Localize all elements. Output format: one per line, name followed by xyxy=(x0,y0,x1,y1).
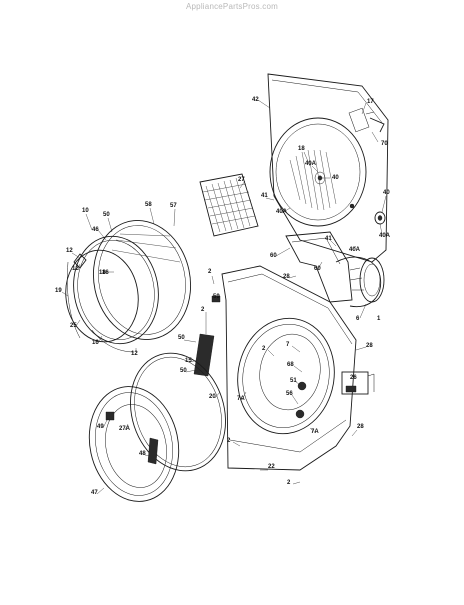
part-label: 1 xyxy=(377,316,381,322)
part-label: 60 xyxy=(314,266,321,272)
part-label: 59 xyxy=(213,294,220,300)
part-label: 26 xyxy=(350,375,357,381)
part-label: 2 xyxy=(227,438,231,444)
door-switch xyxy=(341,371,375,395)
part-label: 47 xyxy=(91,490,98,496)
part-label: 40 xyxy=(332,175,339,181)
part-label: 27 xyxy=(238,177,245,183)
part-label: 7A xyxy=(237,396,245,402)
part-label: 48 xyxy=(139,451,146,457)
part-label: 10 xyxy=(82,208,89,214)
part-label: 16 xyxy=(102,270,109,276)
part-label: 16 xyxy=(92,340,99,346)
bearing-parts xyxy=(349,111,386,225)
part-label: 22 xyxy=(268,464,275,470)
part-label: 57 xyxy=(170,203,177,209)
part-label: 49 xyxy=(97,424,104,430)
part-label: 51 xyxy=(290,378,297,384)
front-panel xyxy=(193,265,357,471)
door-assembly xyxy=(88,352,226,502)
part-label: 6 xyxy=(356,316,360,322)
part-label: 12 xyxy=(72,266,79,272)
part-label: 18 xyxy=(298,146,305,152)
part-label: 2 xyxy=(208,269,212,275)
part-label: 50 xyxy=(180,368,187,374)
part-label: 27A xyxy=(119,426,131,432)
part-label: 46 xyxy=(92,227,99,233)
part-label: 17 xyxy=(367,99,374,105)
lint-duct-assembly xyxy=(285,231,385,308)
part-label: 40A xyxy=(379,233,391,239)
part-label: 40A xyxy=(305,161,317,167)
part-label: 12 xyxy=(131,351,138,357)
part-label: 28 xyxy=(366,343,373,349)
lint-screen xyxy=(199,173,259,237)
part-label: 41 xyxy=(325,236,332,242)
part-label: 42 xyxy=(252,97,259,103)
part-label: 41 xyxy=(261,193,268,199)
part-label: 58 xyxy=(145,202,152,208)
part-label: 12 xyxy=(66,248,73,254)
part-label: 28 xyxy=(283,274,290,280)
part-label: 68 xyxy=(287,362,294,368)
part-label: 19 xyxy=(55,288,62,294)
part-label: 28 xyxy=(357,424,364,430)
part-label: 56 xyxy=(286,391,293,397)
part-label: 18 xyxy=(99,270,106,276)
part-label: 70 xyxy=(381,141,388,147)
part-label: 25 xyxy=(70,323,77,329)
part-label: 20 xyxy=(209,394,216,400)
part-label: 40 xyxy=(383,190,390,196)
part-label: 60 xyxy=(270,253,277,259)
part-label: 15 xyxy=(185,358,192,364)
part-label: 2 xyxy=(262,346,266,352)
part-label: 2 xyxy=(287,480,291,486)
leader-lines xyxy=(61,99,387,495)
part-labels: 42 17 70 18 40A 40 27 41 40A 40 40A 41 4… xyxy=(55,97,391,496)
part-label: 2 xyxy=(201,307,205,313)
part-label: 50 xyxy=(103,212,110,218)
part-label: 40A xyxy=(276,209,288,215)
part-label: 40A xyxy=(349,247,361,253)
watermark: AppliancePartsPros.com xyxy=(186,2,278,11)
part-label: 7 xyxy=(286,342,290,348)
drum-rings xyxy=(65,220,192,353)
part-label: 50 xyxy=(178,335,185,341)
part-label: 7A xyxy=(311,429,319,435)
